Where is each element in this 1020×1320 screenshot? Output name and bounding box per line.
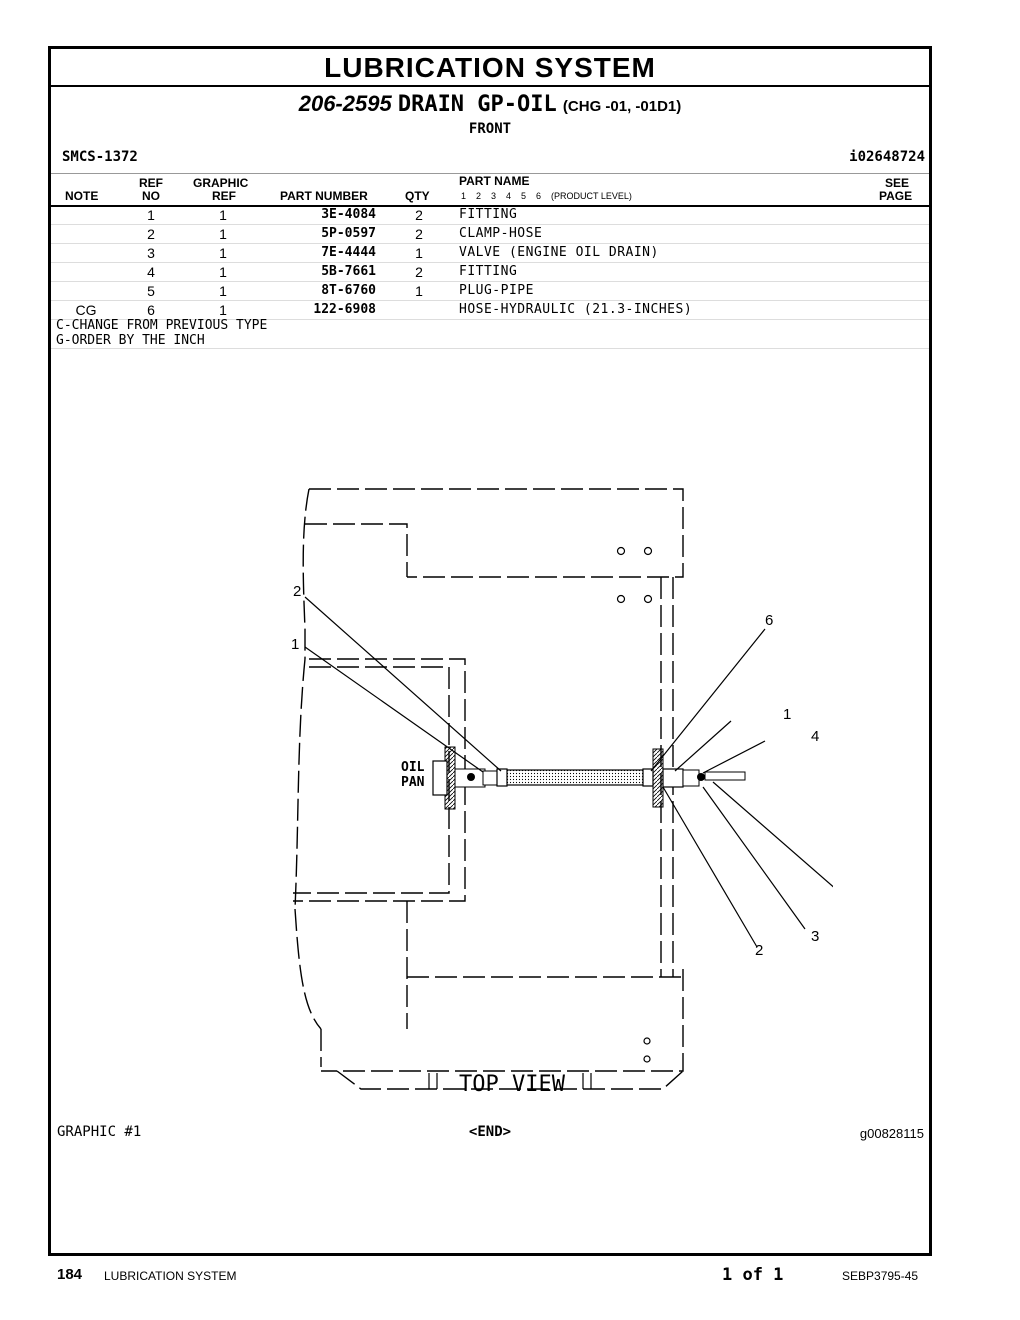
col-graphic-bottom: REF (212, 189, 236, 203)
col-ref-bottom: NO (142, 189, 160, 203)
row-ref: 2 (147, 226, 155, 242)
group-number: 206-2595 (298, 91, 392, 116)
row-graphic: 1 (219, 245, 227, 261)
col-see-bottom: PAGE (879, 189, 913, 203)
view-label: TOP VIEW (459, 1072, 566, 1097)
col-see-top: SEE (885, 176, 910, 190)
col-graphic-top: GRAPHIC (193, 176, 249, 190)
footer-section: LUBRICATION SYSTEM (104, 1269, 237, 1283)
group-name: DRAIN GP-OIL (397, 92, 557, 117)
table-row: 3 1 7E-4444 1 VALVE (ENGINE OIL DRAIN) (51, 244, 929, 263)
callout-2: 2 (293, 583, 301, 600)
row-graphic: 1 (219, 283, 227, 299)
footer-document: SEBP3795-45 (842, 1269, 919, 1283)
row-qty: 1 (415, 245, 423, 261)
change-note: (CHG -01, -01D1) (562, 98, 682, 115)
footer-page-of: 1 of 1 (722, 1265, 784, 1285)
oil-pan-label: PAN (401, 775, 425, 790)
row-part-number[interactable]: 122-6908 (313, 302, 376, 317)
row-ref: 4 (147, 264, 155, 280)
row-part-name: VALVE (ENGINE OIL DRAIN) (459, 245, 659, 260)
row-qty: 2 (415, 207, 423, 223)
smcs-code: SMCS-1372 (62, 149, 138, 165)
col-part-name: PART NAME (459, 174, 530, 188)
row-graphic: 1 (219, 207, 227, 223)
row-qty: 2 (415, 264, 423, 280)
callout-3: 3 (811, 928, 819, 945)
row-graphic: 1 (219, 302, 227, 318)
row-qty: 2 (415, 226, 423, 242)
note-order: G-ORDER BY THE INCH (56, 333, 205, 348)
table-row: CG 6 1 122-6908 HOSE-HYDRAULIC (21.3-INC… (51, 301, 929, 320)
note-change: C-CHANGE FROM PREVIOUS TYPE (56, 318, 268, 333)
table-row: 5 1 8T-6760 1 PLUG-PIPE (51, 282, 929, 301)
callout-4: 4 (811, 728, 819, 745)
col-product-levels: 1 2 3 4 5 6 (PRODUCT LEVEL) (461, 191, 632, 201)
row-part-number[interactable]: 3E-4084 (321, 207, 376, 222)
table-header: NOTE REF NO GRAPHIC REF PART NUMBER QTY … (51, 173, 929, 207)
location-label: FRONT (468, 121, 512, 137)
row-part-name: CLAMP-HOSE (459, 226, 543, 241)
col-ref-top: REF (139, 176, 163, 190)
row-part-number[interactable]: 5P-0597 (321, 226, 376, 241)
divider (51, 348, 929, 349)
parts-table-body: 1 1 3E-4084 2 FITTING 2 1 5P-0597 2 CLAM… (51, 206, 929, 320)
table-row: 1 1 3E-4084 2 FITTING (51, 206, 929, 225)
row-qty: 1 (415, 283, 423, 299)
row-ref: 5 (147, 283, 155, 299)
row-part-number[interactable]: 7E-4444 (321, 245, 376, 260)
row-part-name: FITTING (459, 207, 518, 222)
row-graphic: 1 (219, 226, 227, 242)
callout-1: 1 (291, 636, 299, 653)
col-qty: QTY (405, 189, 430, 203)
col-part-number: PART NUMBER (280, 189, 368, 203)
row-part-name: FITTING (459, 264, 518, 279)
callout-1: 1 (783, 706, 791, 723)
row-ref: 1 (147, 207, 155, 223)
row-note: CG (75, 302, 97, 318)
graphic-number: GRAPHIC #1 (57, 1124, 142, 1140)
table-row: 4 1 5B-7661 2 FITTING (51, 263, 929, 282)
row-part-number[interactable]: 5B-7661 (321, 264, 376, 279)
row-ref: 3 (147, 245, 155, 261)
end-marker: <END> (468, 1124, 512, 1140)
graphic-id: g00828115 (859, 1126, 924, 1141)
callout-2: 2 (755, 942, 763, 959)
table-row: 2 1 5P-0597 2 CLAMP-HOSE (51, 225, 929, 244)
table-notes: C-CHANGE FROM PREVIOUS TYPE G-ORDER BY T… (56, 318, 267, 348)
callout-6: 6 (765, 612, 773, 629)
row-graphic: 1 (219, 264, 227, 280)
row-part-number[interactable]: 8T-6760 (321, 283, 376, 298)
oil-pan-label: OIL (401, 760, 425, 775)
page-frame: LUBRICATION SYSTEM 206-2595 DRAIN GP-OIL… (48, 46, 932, 1256)
oil-drain-diagram: 2 1 6 1 4 5 3 2 OIL PAN TOP VIEW (291, 488, 833, 1097)
row-part-name: PLUG-PIPE (459, 283, 534, 298)
footer-page-number: 184 (57, 1266, 83, 1283)
page-title: LUBRICATION SYSTEM (51, 49, 929, 87)
row-ref: 6 (147, 302, 155, 318)
group-heading: 206-2595 DRAIN GP-OIL (CHG -01, -01D1) (51, 91, 929, 117)
col-note: NOTE (65, 189, 99, 203)
document-identifier: i02648724 (849, 149, 925, 165)
row-part-name: HOSE-HYDRAULIC (21.3-INCHES) (459, 302, 693, 317)
